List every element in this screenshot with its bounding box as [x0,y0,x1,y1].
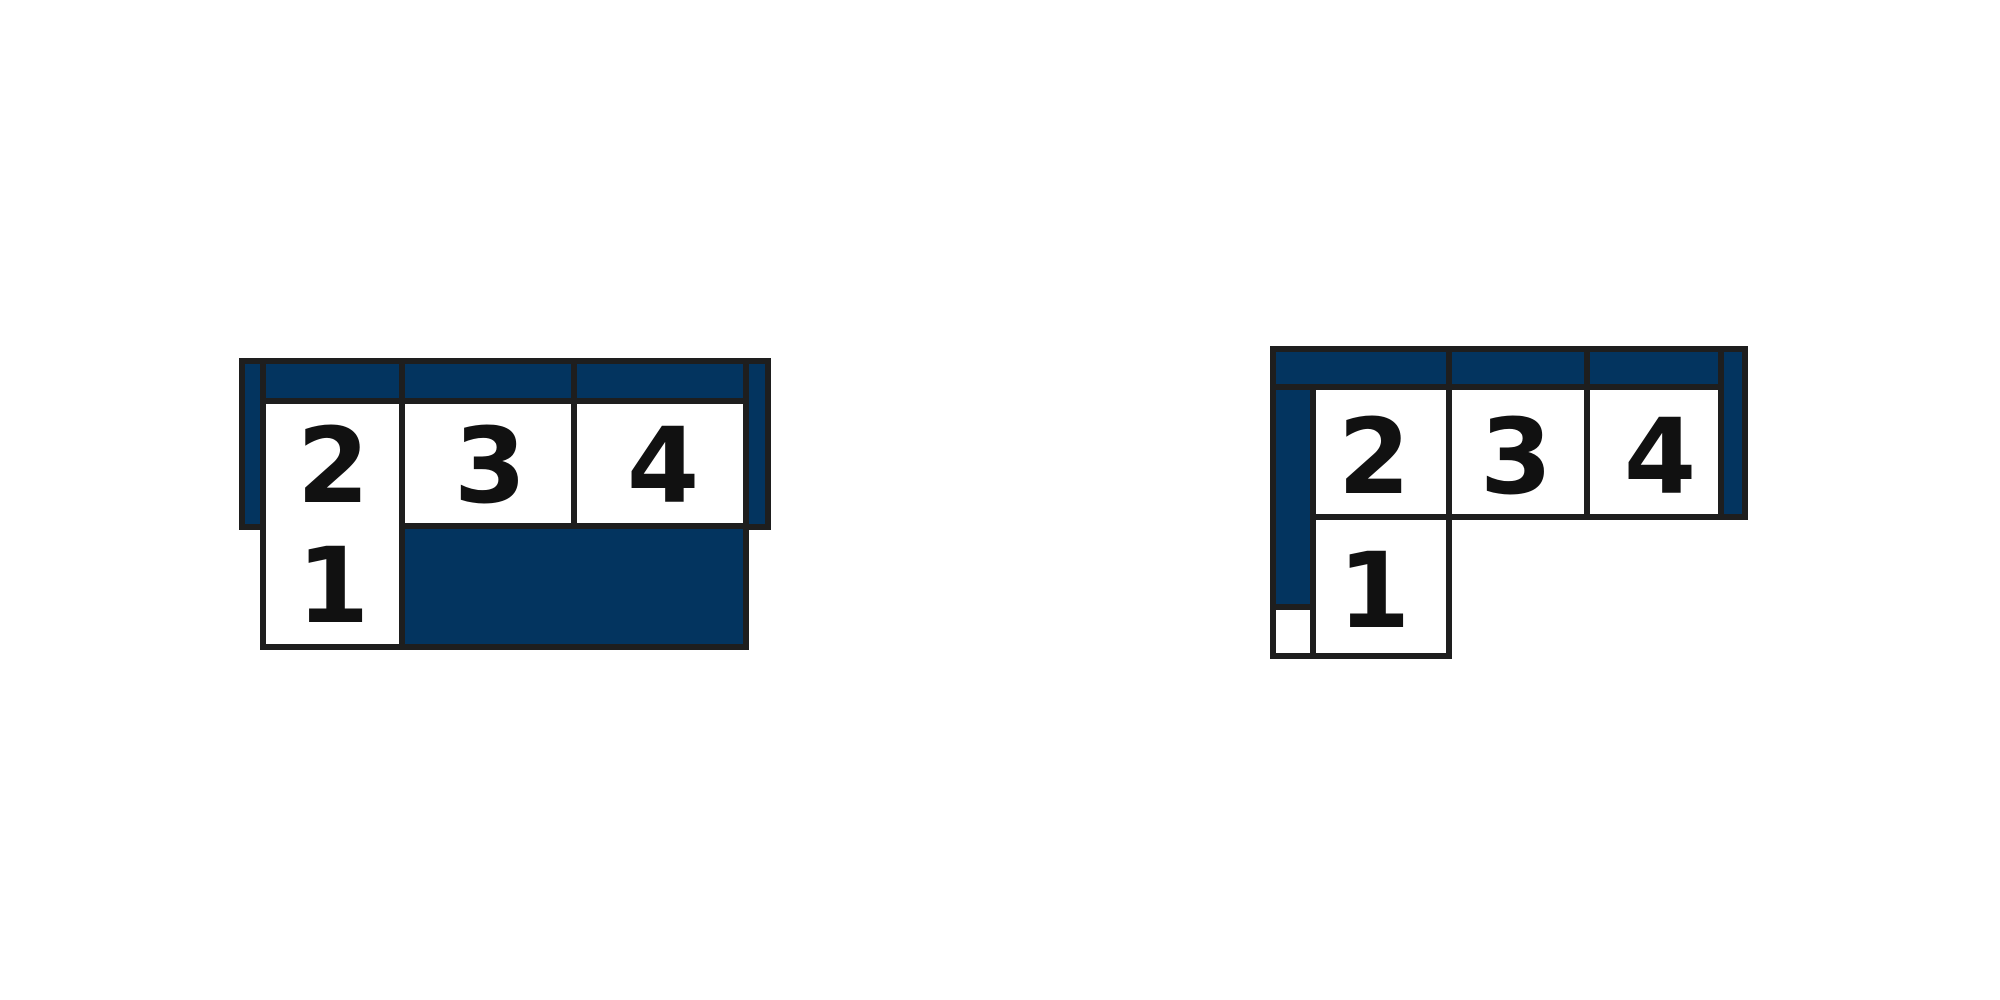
sofa-config-right: 2 3 4 1 [1270,346,1748,659]
base-panel [399,523,749,650]
seat-label-3: 3 [1480,396,1552,518]
seat-label-4: 4 [627,405,699,527]
seat-3-cushion [1446,384,1590,520]
backrest-seat-3 [399,358,577,404]
armrest-right [1718,346,1748,520]
left-armrest-right [743,358,771,530]
backrest-seat-4 [1584,346,1724,390]
backrest-top-left [1270,346,1452,390]
seat-label-1: 1 [297,525,369,647]
seat-1-cushion [1310,514,1452,659]
chaise-seat-1 [260,398,405,650]
backrest-seat-3 [1446,346,1590,390]
seat-label-3: 3 [454,405,526,527]
seat-4-cushion [1584,384,1724,520]
backrest-seat-4 [571,358,749,404]
backrest-seat-2 [260,358,405,404]
seat-label-4: 4 [1624,396,1696,518]
seat-label-1: 1 [1338,530,1410,652]
seat-label-2: 2 [1338,396,1410,518]
seat-4-cushion [571,398,749,529]
seat-label-2: 2 [297,405,369,527]
sofa-config-left: 2 3 4 1 [239,358,771,650]
